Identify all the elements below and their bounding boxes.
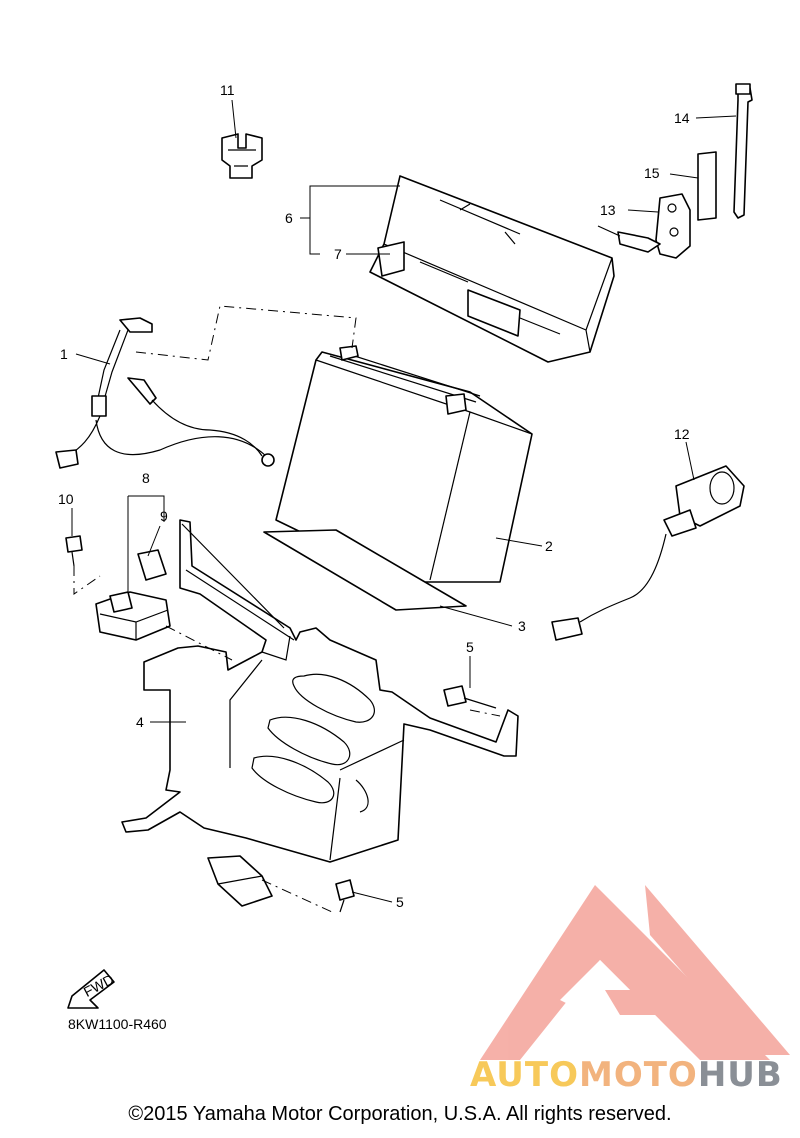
callout-9: 9: [160, 508, 168, 524]
callout-3: 3: [518, 618, 526, 634]
callout-4: 4: [136, 714, 144, 730]
callout-13: 13: [600, 202, 616, 218]
part-6-battery-cover: [369, 175, 615, 363]
part-4-battery-box: [121, 519, 519, 907]
callout-1: 1: [60, 346, 68, 362]
part-9-relay: [137, 549, 167, 581]
watermark-moto: MOTO: [578, 1055, 698, 1095]
part-15-pad: [697, 151, 717, 221]
callout-5-upper: 5: [466, 639, 474, 655]
part-12-socket: [551, 465, 745, 641]
part-10-bolt: [65, 535, 83, 567]
part-1-wire-harness: [55, 317, 275, 469]
callout-6: 6: [285, 210, 293, 226]
part-5-bolt-lower: [335, 879, 355, 913]
watermark-auto: AUTO: [470, 1055, 579, 1095]
part-5-bolt-upper: [443, 685, 497, 709]
part-13-sensor: [597, 193, 691, 259]
leader-lines: [71, 99, 737, 903]
watermark-text: AUTOMOTOHUB: [470, 1055, 783, 1095]
callout-14: 14: [674, 110, 690, 126]
callout-15: 15: [644, 165, 660, 181]
callout-11: 11: [220, 82, 235, 98]
watermark-hub: HUB: [697, 1055, 783, 1095]
fwd-arrow-icon: FWD: [67, 969, 116, 1009]
callout-8: 8: [142, 470, 150, 486]
part-8-relay-unit: [95, 591, 171, 641]
callout-10: 10: [58, 491, 74, 507]
part-2-battery: [275, 345, 533, 583]
diagram-code: 8KW1100-R460: [68, 1016, 167, 1032]
part-3-pad: [263, 529, 467, 611]
part-11-clip: [221, 133, 263, 179]
watermark-logo: [480, 885, 790, 1060]
callout-12: 12: [674, 426, 690, 442]
callout-7: 7: [334, 246, 342, 262]
callout-labels: 1 2 3 4 5 5 6 7 8 9 10 11 12 13 14 15: [58, 82, 690, 910]
callout-5-lower: 5: [396, 894, 404, 910]
alignment-lines: [73, 305, 501, 913]
part-14-cable-tie: [733, 83, 753, 219]
callout-2: 2: [545, 538, 553, 554]
copyright-notice: ©2015 Yamaha Motor Corporation, U.S.A. A…: [128, 1103, 672, 1125]
